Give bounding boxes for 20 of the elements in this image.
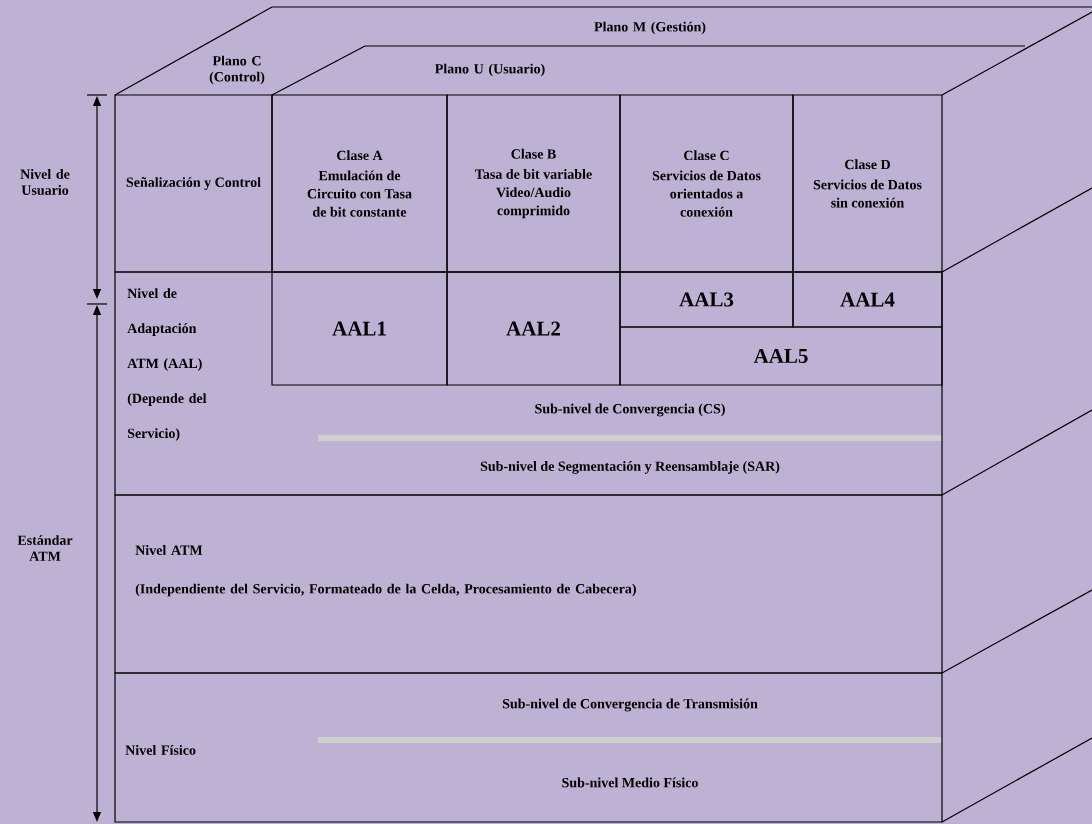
plane-label: Plano M (Gestión) xyxy=(594,21,706,35)
aal-cell: AAL3 xyxy=(619,271,794,328)
class-cell: Clase D Servicios de Datos sin conexión xyxy=(792,94,943,273)
layer-group-label: Nivel de Usuario xyxy=(20,169,70,195)
sublayer-text: Sub-nivel de Segmentación y Reensamblaje (SAR) xyxy=(480,461,780,474)
sublayer-text: Sub-nivel Medio Físico xyxy=(562,777,698,788)
sublayer-text: Sub-nivel de Convergencia de Transmisión xyxy=(502,698,758,712)
sublayer-text: Sub-nivel de Convergencia (CS) xyxy=(535,403,725,417)
aal-cell: AAL1 xyxy=(271,271,448,386)
class-cell: Clase A Emulación de Circuito con Tasa de bit constante xyxy=(271,94,448,273)
aal-cell: AAL5 xyxy=(619,326,943,386)
aal-cell: AAL2 xyxy=(446,271,621,386)
plane-label: Plano U (Usuario) xyxy=(435,63,545,77)
layer-group-label: Estándar ATM xyxy=(17,535,73,561)
plane-label: Plano C (Control) xyxy=(209,55,265,85)
class-cell: Clase C Servicios de Datos orientados a conexión xyxy=(619,94,794,273)
layer-box: Nivel ATM (Independiente del Servicio, Formateado de la Celda, Procesamiento de Cabecera) xyxy=(114,494,943,674)
aal-cell: AAL4 xyxy=(792,271,943,328)
class-cell: Clase B Tasa de bit variable Video/Audio comprimido xyxy=(446,94,621,273)
layer-cell: Señalización y Control xyxy=(114,94,273,273)
